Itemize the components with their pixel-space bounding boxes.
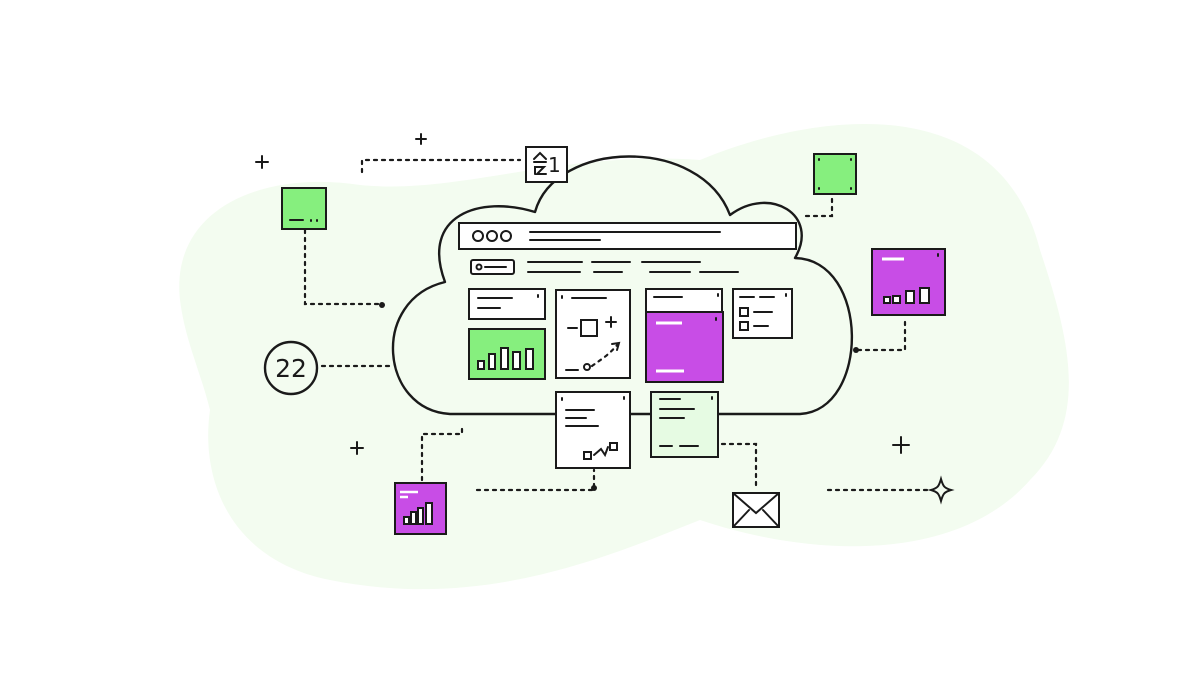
number-badge-text: 22 xyxy=(275,354,307,383)
purple-chart-card xyxy=(871,248,946,316)
purple-bars-card xyxy=(394,482,447,535)
sort-box: 1 xyxy=(525,146,568,183)
browser-dots-icon xyxy=(472,230,512,242)
bar-chart-icon xyxy=(883,287,930,304)
plus-icon xyxy=(255,155,269,169)
sort-number: 1 xyxy=(548,153,561,177)
sort-icon xyxy=(533,151,547,175)
browser-window xyxy=(458,222,797,250)
connector-node xyxy=(379,302,385,308)
cloud-shape xyxy=(391,155,854,416)
green-square-card xyxy=(813,153,857,195)
checkbox-list-icon xyxy=(739,293,787,331)
toolbar-row xyxy=(470,259,739,275)
plus-icon xyxy=(892,436,910,454)
card-green-chart xyxy=(468,328,546,380)
card-report xyxy=(555,391,631,469)
connector-node xyxy=(853,347,859,353)
terminal-card-green xyxy=(281,187,327,230)
plus-icon xyxy=(415,133,427,145)
card-workflow xyxy=(555,289,631,379)
bar-chart-icon xyxy=(403,502,433,525)
sparkle-icon xyxy=(927,475,955,505)
plus-icon xyxy=(350,441,364,455)
card-checklist xyxy=(732,288,793,339)
number-badge: 22 xyxy=(263,340,319,396)
connector-lines xyxy=(303,158,932,492)
bar-chart-icon xyxy=(477,347,534,370)
card-text-top-left xyxy=(468,288,546,320)
card-purple-large xyxy=(645,311,724,383)
envelope-icon xyxy=(732,492,780,528)
terminal-icon xyxy=(289,219,318,222)
connector-node xyxy=(591,485,597,491)
card-pale-green xyxy=(650,391,719,458)
